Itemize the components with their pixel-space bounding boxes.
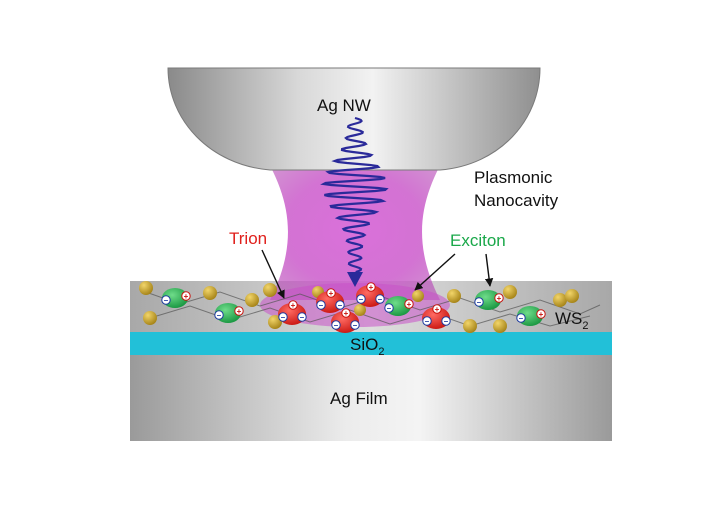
- cavity-label-line1: Plasmonic: [474, 168, 553, 187]
- electron-sign-glyph: –: [319, 301, 324, 310]
- trion-particle: –+–: [356, 282, 385, 307]
- wave-arrow-head: [347, 272, 363, 287]
- sio2-layer: [130, 332, 612, 355]
- electron-sign: [422, 316, 432, 326]
- electron-sign: [441, 316, 451, 326]
- hole-sign: [366, 282, 376, 292]
- hole-sign-glyph: +: [435, 305, 440, 314]
- hole-sign-glyph: +: [497, 294, 502, 303]
- exciton-label: Exciton: [450, 231, 506, 250]
- hole-sign-glyph: +: [291, 301, 296, 310]
- electron-sign-glyph: –: [217, 311, 222, 320]
- hole-sign: [536, 309, 546, 319]
- hole-sign-glyph: +: [329, 289, 334, 298]
- hole-sign: [341, 308, 351, 318]
- hole-sign-glyph: +: [407, 300, 412, 309]
- electron-sign: [375, 294, 385, 304]
- electron-sign-glyph: –: [164, 296, 169, 305]
- hole-sign-glyph: +: [184, 292, 189, 301]
- electron-sign-glyph: –: [425, 317, 430, 326]
- cavity-label-line2: Nanocavity: [474, 191, 559, 210]
- electron-sign-glyph: –: [338, 301, 343, 310]
- electron-sign-glyph: –: [281, 313, 286, 322]
- electron-sign-glyph: –: [359, 295, 364, 304]
- exciton-particle: –+: [474, 290, 504, 310]
- trion-particle: –+–: [278, 300, 307, 325]
- exciton-arrow-right: [484, 253, 494, 287]
- ws2-label-sub: 2: [582, 320, 588, 332]
- plasmonic-glow: [258, 145, 452, 300]
- hole-sign-glyph: +: [539, 310, 544, 319]
- ag-nw-label: Ag NW: [317, 96, 371, 115]
- electron-sign: [335, 300, 345, 310]
- electron-sign-glyph: –: [353, 321, 358, 330]
- exciton-particle: –+: [214, 303, 244, 323]
- trion-particles: –+––+––+––+––+–: [278, 282, 451, 333]
- electron-sign: [214, 310, 224, 320]
- trion-particle: –+–: [316, 288, 345, 313]
- hole-sign-glyph: +: [237, 307, 242, 316]
- electron-sign: [278, 312, 288, 322]
- ag-nanowire: [167, 67, 541, 171]
- electron-sign: [356, 294, 366, 304]
- electron-sign-glyph: –: [378, 295, 383, 304]
- ag-film-label: Ag Film: [330, 389, 388, 408]
- electron-sign-glyph: –: [387, 304, 392, 313]
- sio2-label-base: SiO: [350, 335, 378, 354]
- hole-sign-glyph: +: [344, 309, 349, 318]
- electron-sign-glyph: –: [477, 298, 482, 307]
- trion-particle: –+–: [331, 308, 360, 333]
- trion-particle: –+–: [422, 304, 451, 329]
- plasmonic-glow-base: [260, 283, 450, 327]
- electron-sign: [516, 313, 526, 323]
- electron-sign: [350, 320, 360, 330]
- electron-sign: [316, 300, 326, 310]
- electron-sign-glyph: –: [444, 317, 449, 326]
- electron-sign-glyph: –: [519, 314, 524, 323]
- sio2-label: SiO2: [350, 335, 384, 358]
- exciton-arrow-left: [414, 253, 456, 291]
- exciton-particle: –+: [161, 288, 191, 308]
- ag-film: [130, 355, 612, 441]
- hole-sign-glyph: +: [369, 283, 374, 292]
- sio2-label-sub: 2: [378, 346, 384, 358]
- hole-sign: [181, 291, 191, 301]
- electron-sign: [474, 297, 484, 307]
- electron-sign-glyph: –: [300, 313, 305, 322]
- electron-sign-glyph: –: [334, 321, 339, 330]
- hole-sign: [432, 304, 442, 314]
- hole-sign: [326, 288, 336, 298]
- hole-sign: [404, 299, 414, 309]
- hole-sign: [234, 306, 244, 316]
- ws2-label: WS2: [555, 309, 589, 332]
- electron-sign: [161, 295, 171, 305]
- trion-label: Trion: [229, 229, 267, 248]
- hole-sign: [288, 300, 298, 310]
- electron-sign: [384, 303, 394, 313]
- exciton-particles: –+–+–+–+–+: [161, 288, 546, 326]
- electron-sign: [297, 312, 307, 322]
- trion-arrow: [261, 249, 285, 299]
- ws2-label-base: WS: [555, 309, 582, 328]
- light-wave-packet: [320, 116, 389, 274]
- hole-sign: [494, 293, 504, 303]
- exciton-particle: –+: [516, 306, 546, 326]
- electron-sign: [331, 320, 341, 330]
- exciton-particle: –+: [384, 296, 414, 316]
